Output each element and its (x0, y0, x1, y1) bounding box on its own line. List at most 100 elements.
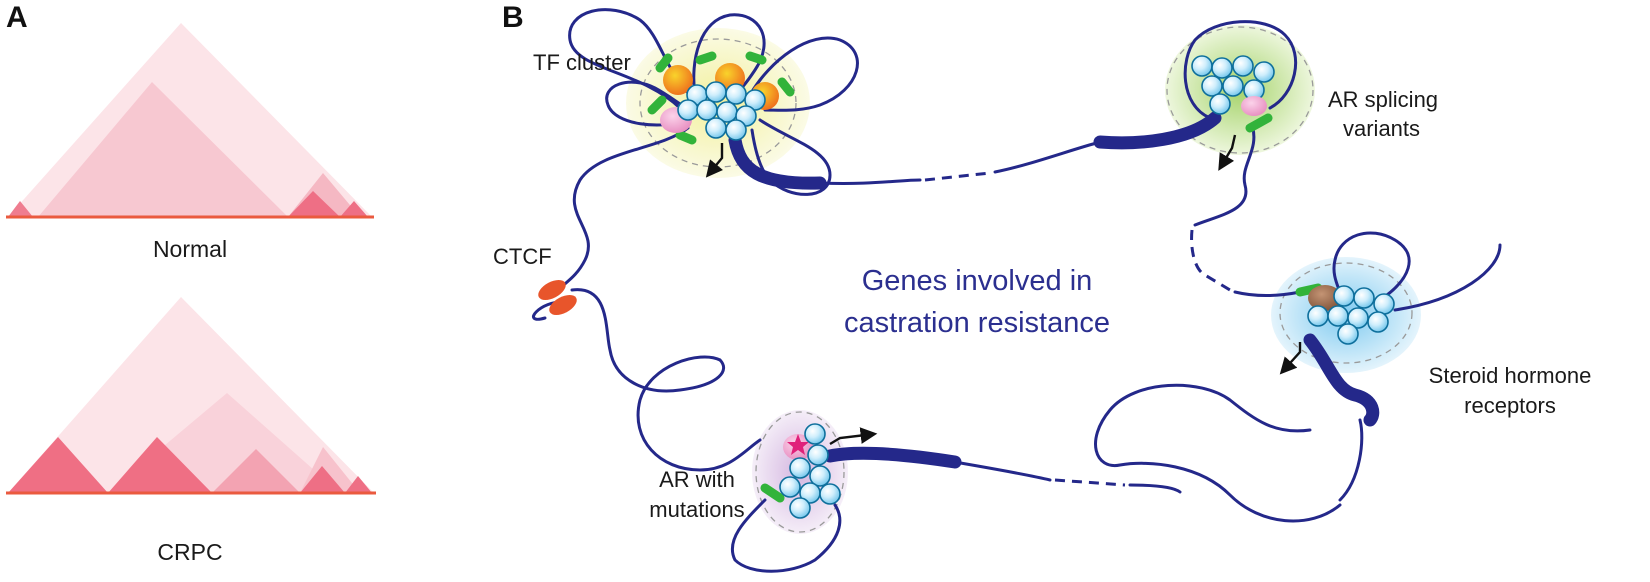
bead (1327, 305, 1349, 327)
splicing-loop (1183, 20, 1298, 120)
tss-arrow-tf (705, 143, 724, 178)
normal-sub-domain (38, 82, 288, 217)
fiber-right-dash (1190, 229, 1231, 292)
tf-loop-2 (692, 13, 766, 97)
normal-small-tad-left (8, 201, 33, 217)
gene-body-ar (823, 446, 962, 469)
panel-b-letter: B (502, 1, 524, 34)
enhancer-tf-4 (777, 77, 795, 97)
enhancer-tf-5 (647, 95, 667, 115)
bead (1367, 311, 1389, 333)
gene-body-steroid (1303, 333, 1380, 427)
bead (725, 119, 747, 141)
tf-loop-3 (748, 36, 859, 112)
enhancer-tf-6 (675, 130, 697, 145)
fiber-ar-loop (636, 355, 842, 573)
enhancer-tf-2 (695, 51, 717, 65)
ar-mutation-label-line1: AR with (659, 467, 735, 492)
bead (1191, 55, 1213, 77)
bead (1373, 293, 1395, 315)
crpc-label: CRPC (157, 539, 222, 565)
crpc-tad-2 (108, 437, 212, 493)
normal-small-tad-mid (288, 191, 340, 217)
ar-mut-beads (779, 423, 841, 519)
enhancer-tf-1 (655, 53, 673, 73)
steroid-halo-ring (1279, 262, 1413, 364)
fiber-bottom-dash (1054, 478, 1126, 487)
steroid-label-line2: receptors (1464, 393, 1556, 418)
crpc-tad-map (6, 297, 376, 495)
tf-loop-1 (568, 8, 692, 110)
bead (1337, 323, 1359, 345)
fiber-top-right (818, 178, 922, 185)
bead (789, 457, 811, 479)
tf-cluster-label: TF cluster (533, 50, 631, 75)
bead (677, 99, 699, 121)
normal-small-tad-right (340, 201, 368, 217)
steroid-beads (1307, 285, 1395, 345)
crpc-tad-5 (345, 476, 372, 493)
steroid-loop (1332, 231, 1502, 312)
tf-beads (677, 81, 766, 141)
bead (725, 83, 747, 105)
tss-arrow-splicing (1218, 134, 1237, 171)
bead (1333, 285, 1355, 307)
bead (1232, 55, 1254, 77)
bead (789, 497, 811, 519)
ar-variant-protein (1241, 96, 1267, 116)
fiber-steroid-down (1338, 418, 1364, 502)
ar-splicing-label-line1: AR splicing (1328, 87, 1438, 112)
bead (1353, 287, 1375, 309)
crpc-tad-1 (8, 437, 108, 493)
ctcf-label: CTCF (493, 244, 552, 269)
tf-loop-4 (750, 118, 832, 196)
fiber-bottom-mid (953, 460, 1052, 482)
center-title-line1: Genes involved in (862, 265, 1093, 297)
steroid-label-line1: Steroid hormone (1429, 363, 1592, 388)
center-title-line2: castration resistance (844, 307, 1110, 339)
normal-tad-map (6, 23, 374, 219)
ctcf-subunit-bottom (549, 295, 577, 315)
gene-body-tf (728, 133, 827, 190)
mutation-star-icon (787, 434, 809, 455)
tf-loop-5 (605, 80, 692, 127)
fiber-splicing-down (1193, 123, 1256, 227)
bead (804, 423, 826, 445)
fiber-to-steroid (1233, 290, 1302, 297)
bead (1211, 57, 1233, 79)
bead (809, 465, 831, 487)
chromatin-fiber (532, 8, 1502, 573)
bead (1209, 93, 1231, 115)
bead (1222, 75, 1244, 97)
enhancer-tf-3 (745, 51, 767, 65)
ctcf-protein-icon (538, 280, 577, 315)
fiber-bottom-right-loop (1094, 383, 1342, 523)
bead (696, 99, 718, 121)
ar-mutation-halo-ring (755, 411, 845, 533)
bead (744, 89, 766, 111)
ar-splicing-label-line2: variants (1343, 116, 1420, 141)
steroid-receptor-protein (1308, 285, 1342, 311)
fiber-bottom-right (1128, 483, 1182, 494)
enhancer-splicing (1245, 113, 1273, 133)
tf-protein-1 (663, 65, 693, 95)
bead (779, 476, 801, 498)
bead (705, 81, 727, 103)
bead (819, 483, 841, 505)
bead (1307, 305, 1329, 327)
tss-arrow-ar (829, 427, 878, 446)
fiber-to-ctcf (558, 126, 690, 292)
enhancer-ar (760, 483, 785, 503)
fiber-top-dash (924, 171, 991, 182)
ar-mutation-label-line2: mutations (649, 497, 744, 522)
bead (1253, 61, 1275, 83)
tf-cluster-halo (626, 28, 810, 178)
ctcf-subunit-top (538, 280, 566, 300)
panel-a-letter: A (6, 1, 28, 34)
crpc-tad-4 (300, 466, 345, 493)
bead (705, 117, 727, 139)
normal-label: Normal (153, 236, 227, 262)
crpc-tad-3 (212, 449, 300, 493)
tss-arrow-steroid (1279, 342, 1302, 375)
